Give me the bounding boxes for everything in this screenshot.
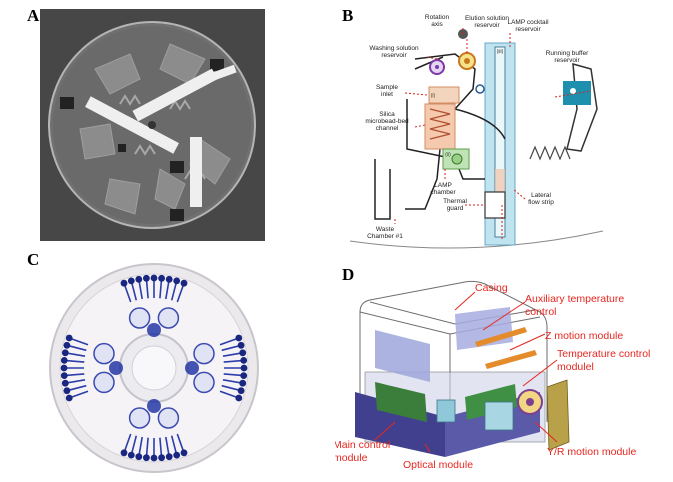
- detection-well: [180, 279, 188, 287]
- disc-chamber: [157, 307, 180, 329]
- detection-well: [237, 341, 245, 349]
- detection-well: [60, 372, 68, 379]
- panel-a-disc-photo: [40, 9, 265, 241]
- detection-well: [173, 277, 181, 285]
- panel-letter-d: D: [342, 265, 355, 284]
- detection-well: [173, 451, 181, 459]
- detection-well: [239, 379, 247, 387]
- detection-well: [150, 274, 158, 282]
- detection-well: [143, 274, 150, 282]
- detection-well: [165, 453, 173, 461]
- detection-well: [65, 334, 73, 342]
- detection-well: [239, 349, 247, 357]
- label-z-motion: Z motion module: [545, 330, 623, 342]
- detection-well: [61, 379, 69, 387]
- disc-chamber: [128, 407, 151, 429]
- detection-well: [158, 454, 165, 462]
- detection-well: [60, 364, 68, 372]
- detection-well: [143, 454, 150, 462]
- label-casing: Casing: [475, 282, 508, 294]
- detection-well: [180, 449, 188, 457]
- disc-chamber: [93, 342, 115, 365]
- detection-well: [240, 372, 248, 379]
- marker-iii: (iii): [497, 49, 504, 55]
- detection-well: [240, 357, 248, 364]
- detection-well: [63, 341, 71, 349]
- label-optical: Optical module: [403, 459, 473, 471]
- disc-chamber: [157, 407, 180, 429]
- panel-letter-b: B: [342, 6, 354, 25]
- marker-ii: (ii): [445, 152, 451, 158]
- marker-i: (i): [431, 93, 436, 99]
- detection-well: [135, 453, 143, 461]
- detection-well: [235, 334, 243, 342]
- detection-well: [235, 394, 243, 402]
- detection-well: [237, 387, 245, 395]
- detection-well: [61, 349, 69, 357]
- dye-blob: [147, 323, 161, 337]
- detection-well: [63, 387, 71, 395]
- disc-chamber: [93, 371, 115, 394]
- detection-well: [135, 275, 143, 283]
- dye-blob: [185, 361, 199, 375]
- detection-well: [120, 449, 128, 457]
- detection-well: [127, 451, 135, 459]
- dye-blob: [109, 361, 123, 375]
- disc-chamber: [193, 371, 215, 394]
- panel-letter-c: C: [27, 250, 40, 269]
- label-yr-motion: Y/R motion module: [547, 446, 636, 458]
- detection-well: [127, 277, 135, 285]
- detection-well: [60, 357, 68, 364]
- detection-well: [120, 279, 128, 287]
- dye-blob: [147, 399, 161, 413]
- panel-letter-a: A: [27, 6, 40, 25]
- detection-well: [165, 275, 173, 283]
- panel-c-blue-disc-photo: [38, 262, 270, 474]
- detection-well: [158, 274, 165, 282]
- detection-well: [150, 454, 158, 462]
- detection-well: [240, 364, 248, 372]
- disc-chamber: [193, 342, 215, 365]
- disc-chamber: [128, 307, 151, 329]
- detection-well: [65, 394, 73, 402]
